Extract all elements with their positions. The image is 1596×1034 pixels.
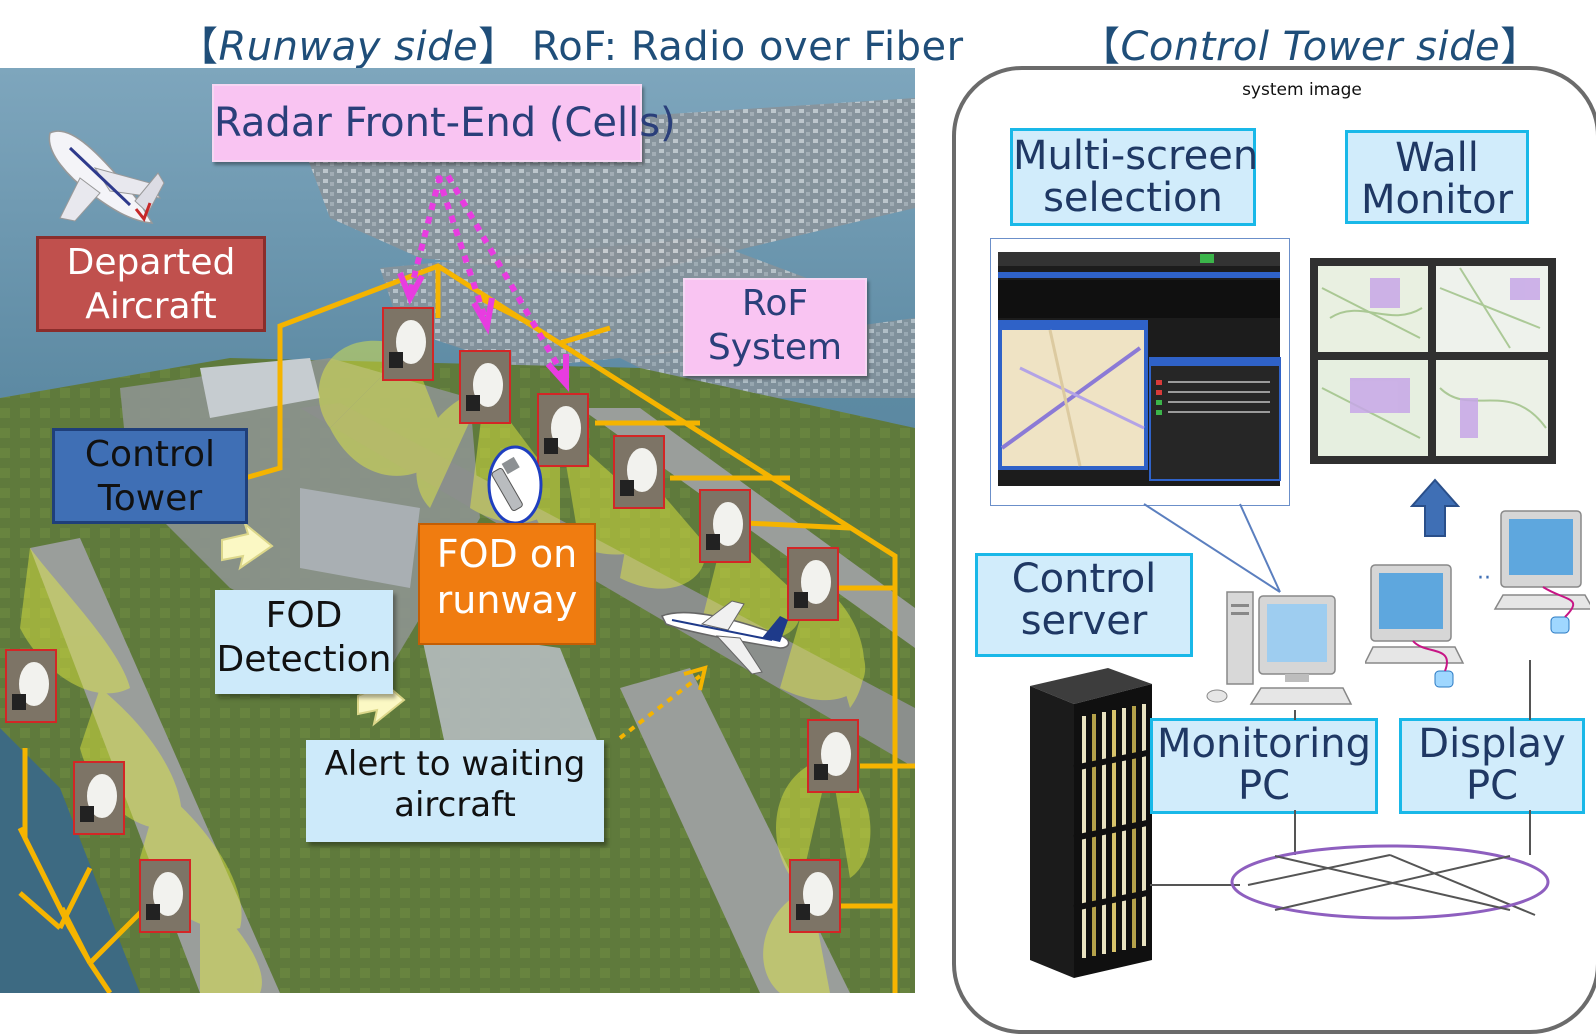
terminal-building (300, 488, 420, 588)
runway-main (300, 403, 915, 768)
control-tower-side-header: 【Control Tower side】 (1080, 24, 1541, 70)
radar-frontend-label: Radar Front-End (Cells) (212, 84, 676, 162)
radar-cell-2 (459, 350, 511, 424)
radar-cell-3 (537, 393, 589, 467)
control-tower-side-title: Control Tower side (1120, 24, 1501, 70)
callout-lines (1143, 503, 1281, 593)
network-topology (1150, 660, 1550, 920)
radar-cell-5 (699, 489, 751, 563)
radar-cell-11 (139, 859, 191, 933)
continuation-dots: ·· (1477, 566, 1491, 591)
airport-illustration (0, 68, 915, 993)
apron-buildings (420, 628, 600, 768)
departed-aircraft-icon (48, 130, 165, 224)
radar-arrowheads (397, 271, 569, 392)
alert-arrow (618, 665, 708, 740)
coast-water (0, 728, 140, 993)
radar-cell-6 (787, 547, 839, 621)
up-arrow-icon (1410, 478, 1460, 537)
runway-left (30, 538, 280, 993)
monitoring-pc-icon (1206, 591, 1353, 705)
control-server-rack-icon (1030, 668, 1152, 978)
landing-aircraft-icon (660, 600, 790, 675)
network-ring (1230, 844, 1550, 920)
runway-side-header: 【Runway side】 RoF: Radio over Fiber (178, 24, 964, 70)
radar-cell-8 (789, 859, 841, 933)
system-image-caption: system image (1242, 80, 1362, 100)
radar-signal-arrows (407, 174, 568, 380)
rof-title: RoF: Radio over Fiber (531, 24, 964, 70)
fod-bolt-icon (487, 445, 543, 525)
radar-cell-1 (382, 307, 434, 381)
runway-side-title: Runway side (218, 24, 479, 70)
radar-cell-7 (807, 719, 859, 793)
multiscreen-screenshot (990, 238, 1290, 506)
radar-cell-10 (73, 761, 125, 835)
fiber-lines (17, 263, 915, 993)
radar-cells (5, 307, 859, 933)
wall-monitor-display (1310, 258, 1556, 464)
radar-cell-9 (5, 649, 57, 723)
display-pc-icon (1365, 510, 1590, 688)
hangar (200, 358, 320, 418)
radar-cell-4 (613, 435, 665, 509)
